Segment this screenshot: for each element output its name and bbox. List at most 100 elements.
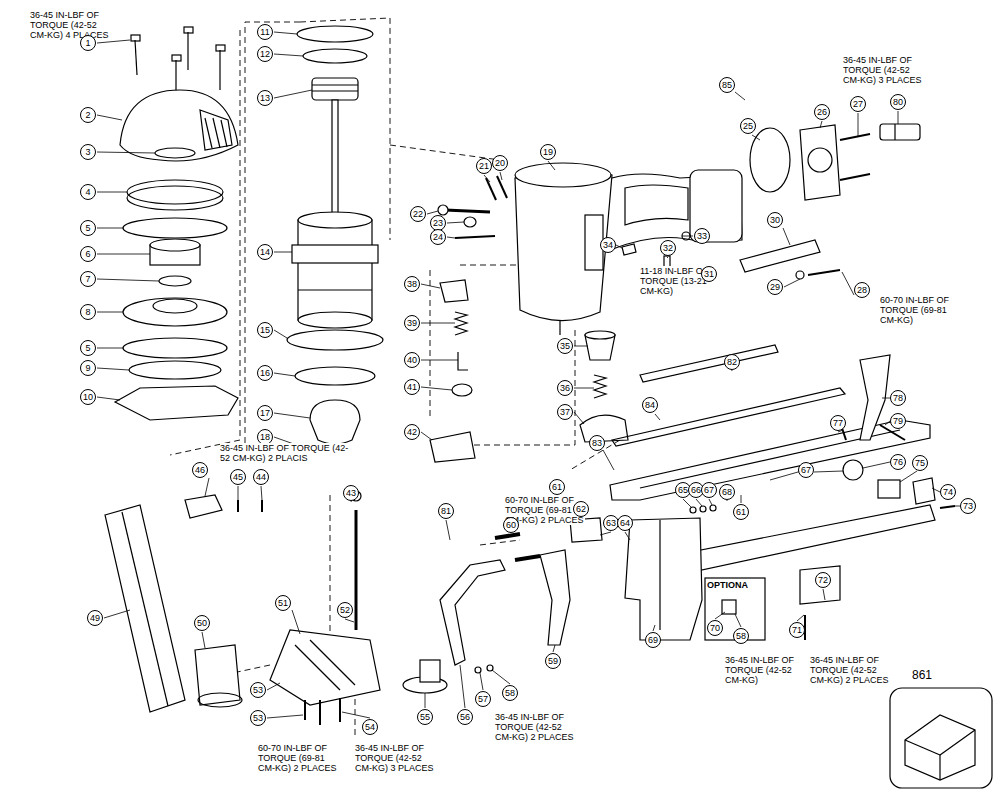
pin [458, 352, 468, 370]
cylinder [298, 220, 372, 320]
callout-number: 49 [87, 610, 103, 626]
callout-number: 79 [890, 413, 906, 429]
wheel [843, 460, 863, 480]
torque-note: 36-45 IN-LBF OF TORQUE (42-52 CM-KG) 2 P… [810, 655, 890, 685]
contact-arm [540, 550, 570, 645]
callout-number: 52 [337, 602, 353, 618]
callout-number: 75 [912, 455, 928, 471]
callout-number: 74 [940, 484, 956, 500]
callout-number: 2 [80, 107, 96, 123]
callout-number: 69 [645, 632, 661, 648]
callout-number: 64 [617, 515, 633, 531]
assembly-line [170, 18, 680, 735]
o-ring [123, 218, 227, 238]
callout-number: 22 [410, 206, 426, 222]
callout-number: 38 [404, 276, 420, 292]
cap-grille [200, 110, 232, 150]
callout-number: 51 [275, 595, 291, 611]
callout-number: 78 [890, 390, 906, 406]
disk [155, 148, 195, 158]
spring [594, 375, 606, 398]
callout-number: 70 [707, 620, 723, 636]
callout-number: 73 [960, 498, 976, 514]
callout-number: 61 [733, 504, 749, 520]
callout-number: 5 [80, 340, 96, 356]
torque-note: 36-45 IN-LBF OF TORQUE (42-52 CM-KG) 3 P… [355, 743, 435, 773]
callout-number: 27 [850, 96, 866, 112]
callout-number: 36 [557, 380, 573, 396]
callout-number: 39 [404, 315, 420, 331]
callout-number: 60 [503, 517, 519, 533]
bumper [310, 400, 360, 444]
callout-number: 37 [557, 404, 573, 420]
magazine-cover [105, 505, 185, 712]
callout-number: 30 [767, 212, 783, 228]
torque-note: 36-45 IN-LBF OF TORQUE (42-52 CM-KG) 4 P… [30, 10, 110, 40]
callout-number: 26 [814, 104, 830, 120]
callout-number: 81 [438, 503, 454, 519]
callout-number: 82 [724, 354, 740, 370]
torque-note: 36-45 IN-LBF OF TORQUE (42-52 CM-KG) 2 P… [220, 443, 355, 463]
cap [120, 90, 238, 161]
callout-number: 16 [257, 365, 273, 381]
callout-number: 19 [540, 144, 556, 160]
torque-note: 60-70 IN-LBF OF TORQUE (69-81 CM-KG) 2 P… [258, 743, 338, 773]
o-ring [123, 338, 227, 358]
torque-note: 36-45 IN-LBF OF TORQUE (42-52 CM-KG) 3 P… [843, 55, 923, 85]
callout-number: 68 [719, 484, 735, 500]
callout-number: 77 [830, 415, 846, 431]
callout-number: 32 [660, 240, 676, 256]
magazine [625, 505, 935, 640]
magazine-rail [610, 345, 930, 500]
callout-number: 11 [257, 24, 273, 40]
gasket [115, 386, 238, 420]
o-ring [159, 276, 191, 286]
valve-seat [123, 298, 227, 326]
torque-note: 60-70 IN-LBF OF TORQUE (69-81 CM-KG) [880, 295, 960, 325]
hook [740, 240, 820, 272]
torque-note: 36-45 IN-LBF OF TORQUE (42-52 CM-KG) [725, 655, 805, 685]
part-label: 861 [912, 668, 932, 682]
callout-number: 56 [457, 709, 473, 725]
screw [131, 27, 225, 95]
bracket [800, 566, 840, 604]
callout-number: 31 [701, 266, 717, 282]
callout-number: 72 [815, 572, 831, 588]
callout-number: 20 [492, 155, 508, 171]
callout-number: 21 [476, 158, 492, 174]
callout-number: 29 [767, 279, 783, 295]
gasket [750, 128, 790, 192]
piston [312, 78, 358, 100]
case-frame [890, 688, 992, 788]
callout-number: 4 [80, 184, 96, 200]
torque-note: 36-45 IN-LBF OF TORQUE (42-52 CM-KG) 2 P… [495, 712, 575, 742]
callout-number: 35 [557, 338, 573, 354]
carry-case [905, 715, 975, 780]
base [270, 630, 380, 705]
bumper [303, 49, 367, 63]
callout-number: 12 [257, 46, 273, 62]
callout-number: 6 [80, 246, 96, 262]
callout-number: 17 [257, 405, 273, 421]
pin [445, 210, 490, 212]
leader-line [97, 32, 960, 718]
callout-number: 14 [257, 244, 273, 260]
callout-number: 80 [890, 94, 906, 110]
housing [515, 163, 742, 335]
callout-number: 54 [362, 719, 378, 735]
o-ring [129, 361, 221, 379]
callout-number: 43 [343, 485, 359, 501]
callout-number: 59 [545, 653, 561, 669]
callout-number: 13 [257, 90, 273, 106]
callout-number: 34 [600, 237, 616, 253]
callout-number: 9 [80, 360, 96, 376]
end-cap [800, 125, 840, 200]
o-ring [295, 367, 375, 385]
callout-number: 53 [250, 710, 266, 726]
callout-number: 55 [417, 709, 433, 725]
pin [495, 534, 520, 538]
callout-number: 1 [80, 35, 96, 51]
callout-number: 61 [549, 479, 565, 495]
callout-number: 42 [404, 424, 420, 440]
callout-number: 46 [192, 462, 208, 478]
